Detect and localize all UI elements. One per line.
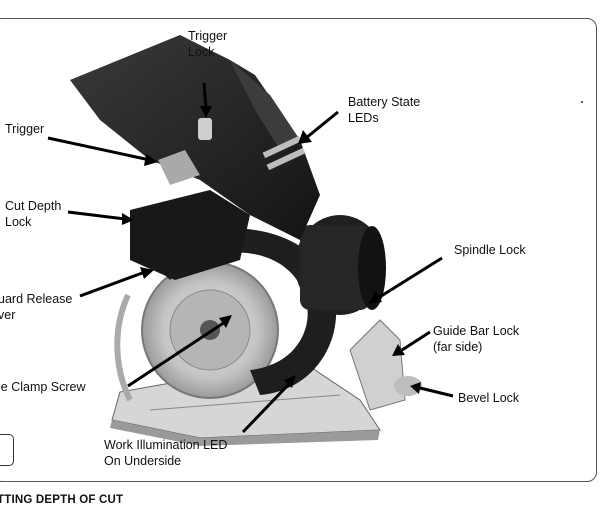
label-cut-depth-lock: Cut Depth Lock bbox=[5, 199, 62, 229]
corner-box bbox=[0, 434, 14, 466]
tool-handle bbox=[70, 35, 320, 240]
motor-housing bbox=[295, 215, 386, 315]
front-housing bbox=[130, 190, 250, 280]
label-work-illumination-led: Work Illumination LED On Underside bbox=[104, 438, 228, 468]
section-heading: TTING DEPTH OF CUT bbox=[0, 494, 124, 506]
stray-dot bbox=[581, 101, 583, 103]
label-guard-release-lever: uard Release ver bbox=[0, 292, 73, 322]
saw-blade bbox=[141, 261, 279, 399]
label-blade-clamp-screw: le Clamp Screw bbox=[0, 380, 86, 394]
label-spindle-lock: Spindle Lock bbox=[454, 243, 526, 257]
lower-guard bbox=[114, 293, 133, 402]
label-battery-state-leds: Battery State LEDs bbox=[348, 95, 421, 125]
label-guide-bar-lock: Guide Bar Lock (far side) bbox=[433, 324, 520, 354]
label-trigger-lock: Trigger Lock bbox=[188, 29, 228, 59]
trigger bbox=[158, 150, 200, 185]
bevel-assembly bbox=[349, 319, 422, 411]
callout-arrows bbox=[47, 82, 454, 434]
upper-blade-guard bbox=[150, 228, 337, 395]
trigger-lock bbox=[198, 118, 212, 140]
label-trigger: Trigger bbox=[5, 122, 45, 136]
label-bevel-lock: Bevel Lock bbox=[458, 391, 520, 405]
